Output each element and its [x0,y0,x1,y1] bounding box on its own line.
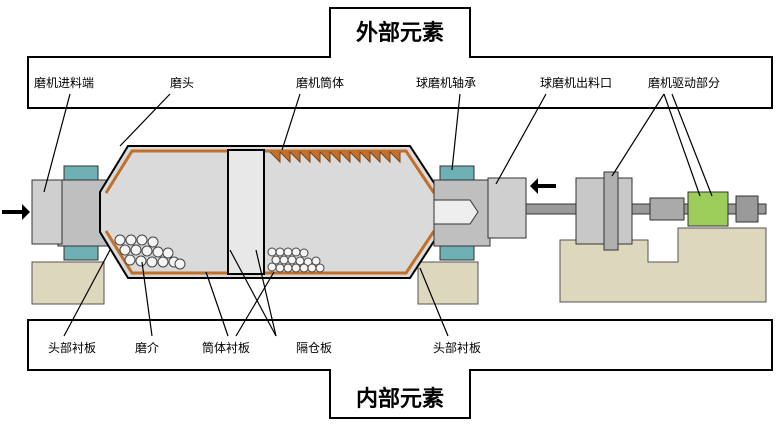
discharge-arrow [530,178,556,194]
top-frame [27,7,773,109]
base-left [31,261,105,305]
grinding-media-large [114,234,186,270]
label-partition-board: 隔仓板 [296,341,332,355]
discharge-cone [433,199,479,225]
base-bearing-right [417,261,479,305]
bottom-frame [27,319,773,419]
shell-liner [104,149,436,275]
bottom-title: 内部元素 [356,386,444,412]
motor [687,191,729,227]
label-mill-shell: 磨机筒体 [296,75,344,90]
label-mill-bearing: 球磨机轴承 [416,75,476,90]
liner-teeth [269,150,401,164]
partition-board [227,149,265,275]
label-mill-head: 磨头 [170,76,194,90]
label-feed-end: 磨机进料端 [34,76,94,90]
label-head-liner-right: 头部衬板 [433,340,481,355]
discharge-outlet [487,177,527,239]
coupling [649,197,685,221]
gearbox-flange [603,171,619,251]
feed-arrow [2,204,30,220]
leader-lines-top [43,93,713,197]
label-drive: 磨机驱动部分 [648,75,720,90]
drive-shaft [525,203,767,215]
top-title: 外部元素 [356,20,444,46]
label-shell-liner: 筒体衬板 [202,340,250,355]
motor-end [735,195,759,223]
feed-inlet [31,179,63,245]
leader-lines-bottom [63,249,449,337]
label-grinding-media: 磨介 [135,341,159,355]
grinding-media-small [267,247,325,273]
label-head-liner-left: 头部衬板 [48,340,96,355]
label-discharge: 球磨机出料口 [540,76,612,90]
